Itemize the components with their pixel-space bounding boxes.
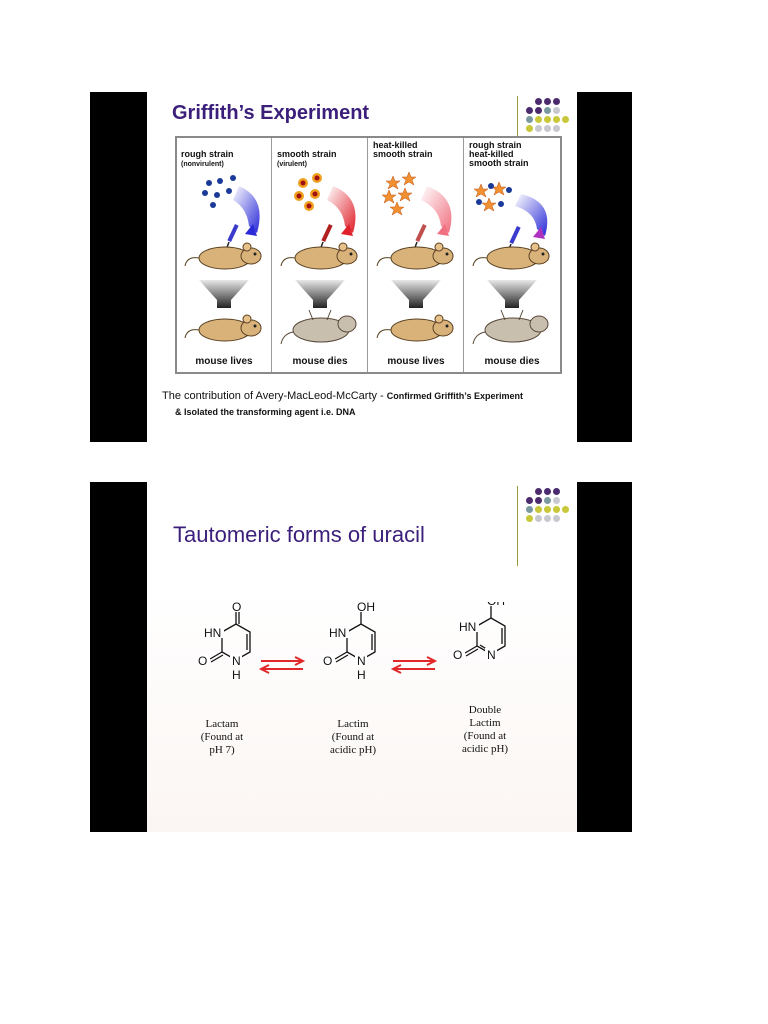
mouse-icon <box>184 242 262 270</box>
panel-divider <box>271 138 272 372</box>
equilibrium-arrow-icon <box>258 656 306 674</box>
atom-hn: HN <box>204 626 221 640</box>
bacteria-dots <box>476 183 512 207</box>
slide-title: Tautomeric forms of uracil <box>173 522 425 547</box>
dead-mouse-icon <box>472 309 549 345</box>
panel-illustration <box>184 175 262 342</box>
atom-o: O <box>453 648 462 662</box>
panel-smooth-strain: smooth strain(virulent) <box>273 138 367 372</box>
panel-heading: smooth strain(virulent) <box>277 149 337 169</box>
decorative-dots <box>521 98 573 138</box>
atom-hn: HN <box>329 626 346 640</box>
atom-n: N <box>487 648 496 662</box>
slide-griffith: Griffith’s Experiment rough strai <box>147 92 577 442</box>
tautomer-diagram: O HN O N H OH <box>198 602 507 682</box>
mouse-icon <box>472 242 550 270</box>
mouse-icon <box>376 242 454 270</box>
syringe-icon <box>413 223 427 251</box>
mouse-icon <box>184 314 262 342</box>
mouse-icon <box>280 242 358 270</box>
syringe-icon <box>319 223 333 251</box>
panel-outcome: mouse lives <box>387 356 445 367</box>
bacteria-dots <box>202 175 236 208</box>
atom-n: N <box>357 654 366 668</box>
panel-divider <box>463 138 464 372</box>
atom-oh: OH <box>487 602 505 608</box>
decorative-line <box>517 96 518 136</box>
slide-frame-1: Griffith’s Experiment rough strai <box>90 92 632 442</box>
lactim-structure: OH HN O N H <box>323 602 377 682</box>
caption-line-2: & Isolated the transforming agent i.e. D… <box>175 407 356 417</box>
slide-uracil: Tautomeric forms of uracil O HN O N H <box>147 482 577 832</box>
mouse-icon <box>376 314 454 342</box>
lactam-structure: O HN O N H <box>198 602 251 682</box>
panel-rough-strain: rough strain(nonvirulent) <box>177 138 271 372</box>
panel-illustration <box>376 171 454 342</box>
star-bacteria <box>473 181 507 212</box>
bacteria-dots <box>294 173 322 211</box>
atom-n: N <box>232 654 241 668</box>
panel-heading: rough strain(nonvirulent) <box>181 149 234 169</box>
dead-mouse-icon <box>280 309 357 345</box>
panel-mixed: rough strain heat-killed smooth strain <box>465 138 559 372</box>
equilibrium-arrow-icon <box>390 656 438 674</box>
panel-heat-killed: heat-killed smooth strain <box>369 138 463 372</box>
atom-o: O <box>323 654 332 668</box>
slide-title: Griffith’s Experiment <box>172 102 370 124</box>
panel-outcome: mouse dies <box>484 356 540 367</box>
caption-line-1: The contribution of Avery-MacLeod-McCart… <box>162 390 523 402</box>
decorative-dots <box>521 488 573 528</box>
panel-illustration <box>472 181 550 345</box>
atom-h: H <box>357 668 366 682</box>
panel-divider <box>367 138 368 372</box>
panel-heading: heat-killed smooth strain <box>373 140 433 159</box>
atom-h: H <box>232 668 241 682</box>
atom-o: O <box>198 654 207 668</box>
decorative-line <box>517 486 518 566</box>
slide-frame-2: Tautomeric forms of uracil O HN O N H <box>90 482 632 832</box>
panel-illustration <box>280 173 358 345</box>
experiment-figure: rough strain(nonvirulent) <box>175 136 562 374</box>
syringe-icon <box>225 223 239 251</box>
double-lactim-structure: OH HN O N <box>453 602 507 662</box>
star-bacteria <box>381 171 417 216</box>
atom-hn: HN <box>459 620 476 634</box>
panel-heading: rough strain heat-killed smooth strain <box>469 140 529 168</box>
structure-label: Lactam (Found at pH 7) <box>200 718 244 756</box>
panel-outcome: mouse dies <box>292 356 348 367</box>
structure-label: Double Lactim (Found at acidic pH) <box>461 704 509 755</box>
panel-outcome: mouse lives <box>195 356 253 367</box>
atom-o: O <box>232 602 241 614</box>
atom-oh: OH <box>357 602 375 614</box>
structure-label: Lactim (Found at acidic pH) <box>329 718 377 756</box>
